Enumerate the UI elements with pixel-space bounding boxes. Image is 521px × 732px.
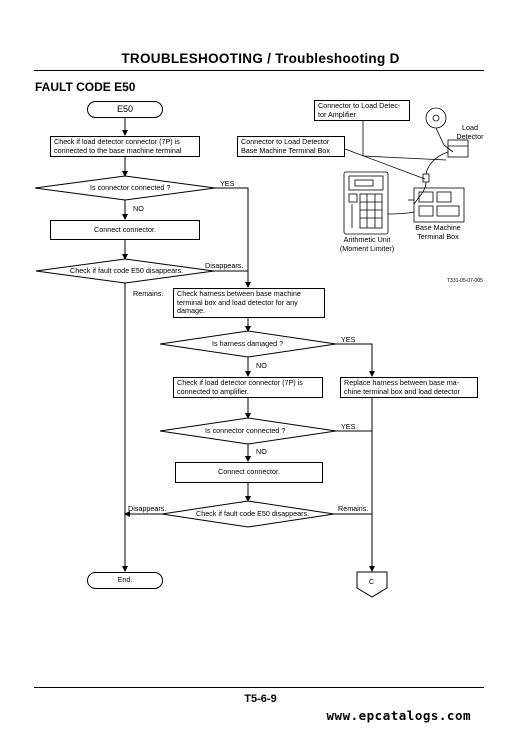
start-terminal: E50 xyxy=(87,101,163,118)
decision2-disappears-label: Disappears. xyxy=(205,261,244,270)
decision-harness-damaged: Is harness damaged ? xyxy=(212,339,284,348)
load-detector-reel xyxy=(425,107,447,129)
cable xyxy=(413,181,427,205)
section-title: FAULT CODE E50 xyxy=(35,80,136,94)
decision5-remains-label: Remains. xyxy=(338,504,369,513)
offpage-connector-label: C xyxy=(369,577,375,586)
arithmetic-unit-case xyxy=(343,171,389,235)
decision-fault-disappears-1: Check if fault code E50 disappears. xyxy=(70,266,184,275)
step-replace-harness: Replace harness between base ma-chine te… xyxy=(340,377,478,398)
label-terminal-box: Base Machine Terminal Box xyxy=(415,223,461,241)
arithmetic-unit-keypad xyxy=(359,193,383,229)
step-connect-connector-1: Connect connector. xyxy=(50,220,200,240)
step-check-connector-terminal: Check if load detector connector (7P) is… xyxy=(50,136,200,157)
figure-code: T331-05-07-005 xyxy=(447,278,483,284)
step-check-connector-amplifier: Check if load detector connector (7P) is… xyxy=(173,377,323,398)
end-terminal: End. xyxy=(87,572,163,589)
detector-cable xyxy=(435,127,454,153)
page-title: TROUBLESHOOTING / Troubleshooting D xyxy=(121,51,400,66)
callout-leader xyxy=(362,155,447,161)
page-number: T5-6-9 xyxy=(244,693,277,705)
arithmetic-unit-display xyxy=(348,175,384,191)
decision1-no-label: NO xyxy=(133,204,144,213)
decision2-remains-label: Remains. xyxy=(133,289,164,298)
label-load-detector: Load Detector xyxy=(456,123,484,141)
terminal-box-case xyxy=(413,187,465,223)
decision4-yes-label: YES xyxy=(341,422,356,431)
decision1-yes-label: YES xyxy=(220,179,235,188)
cable xyxy=(387,211,415,215)
arrow-line xyxy=(336,343,375,377)
decision-fault-disappears-2: Check if fault code E50 disappears. xyxy=(196,509,310,518)
arrow-line xyxy=(215,187,251,288)
amplifier-box xyxy=(447,139,469,158)
cable xyxy=(425,151,449,175)
callout-leader xyxy=(344,148,426,180)
label-arithmetic-unit: Arithmetic Unit (Moment Limiter) xyxy=(339,235,395,253)
decision-connector-connected-2: Is connector connected ? xyxy=(205,426,286,435)
step-check-harness: Check harness between base machine termi… xyxy=(173,288,325,318)
callout-connector-amplifier: Connector to Load Detec-tor Amplifier xyxy=(314,100,410,121)
decision3-no-label: NO xyxy=(256,361,267,370)
connector-plug xyxy=(422,173,430,183)
decision-connector-connected-1: Is connector connected ? xyxy=(90,183,171,192)
load-detector-hub xyxy=(432,114,440,122)
step-connect-connector-2: Connect connector. xyxy=(175,462,323,483)
decision5-disappears-label: Disappears. xyxy=(128,504,167,513)
footer-rule xyxy=(34,687,484,688)
callout-connector-terminal-box: Connector to Load Detector Base Machine … xyxy=(237,136,345,157)
decision3-yes-label: YES xyxy=(341,335,356,344)
decision4-no-label: NO xyxy=(256,447,267,456)
offpage-connector-shape xyxy=(356,571,388,598)
watermark-link[interactable]: www.epcatalogs.com xyxy=(326,708,471,723)
wiring-illustration xyxy=(343,107,469,235)
header-rule xyxy=(34,70,484,71)
